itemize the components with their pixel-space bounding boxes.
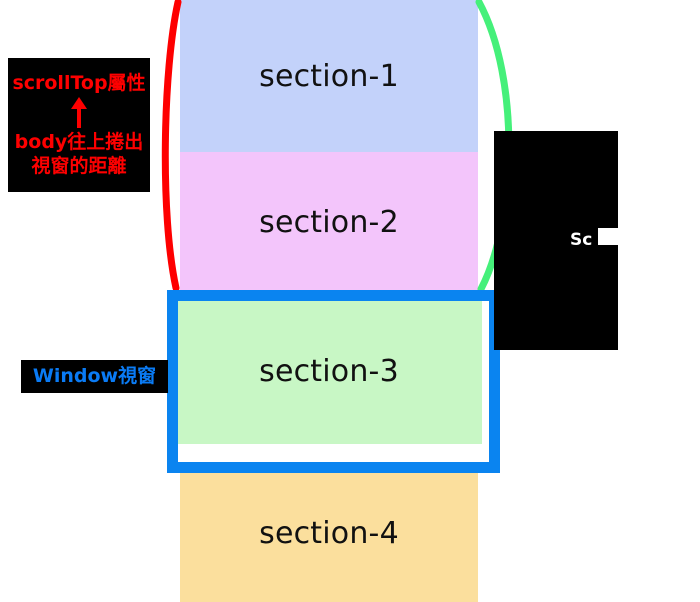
scrolltop-heading: scrollTop屬性 xyxy=(12,72,146,95)
scrollheight-callout xyxy=(494,131,618,350)
left-brace-curve xyxy=(161,0,182,292)
section-1-block: section-1 xyxy=(180,0,478,152)
window-callout: Window視窗 xyxy=(21,360,168,393)
scrollheight-callout-label-wrap: Sc xyxy=(570,227,592,252)
scrolltop-body-line-1: body往上捲出 xyxy=(14,131,144,154)
section-4-block: section-4 xyxy=(180,464,478,602)
section-3-block: section-3 xyxy=(176,299,482,444)
occlusion-smear-shadow xyxy=(585,245,618,254)
scrolltop-body-line-2: 視窗的距離 xyxy=(31,154,127,177)
section-4-label: section-4 xyxy=(259,515,399,551)
section-3-label: section-3 xyxy=(259,354,399,389)
scrollheight-callout-label: Sc xyxy=(570,229,593,250)
occlusion-smear xyxy=(598,228,658,250)
section-2-block: section-2 xyxy=(180,152,478,292)
scrolltop-callout: scrollTop屬性 body往上捲出 視窗的距離 xyxy=(8,58,150,192)
section-1-label: section-1 xyxy=(259,58,399,94)
window-callout-label: Window視窗 xyxy=(32,364,157,387)
up-arrow-icon xyxy=(68,96,90,130)
section-2-label: section-2 xyxy=(259,204,399,240)
